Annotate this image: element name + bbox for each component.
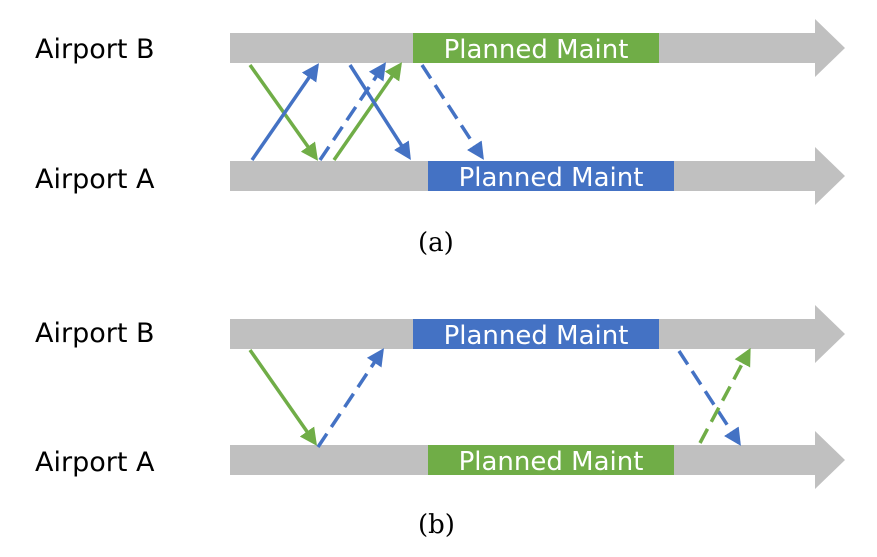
panel-a-maint-b-label: Planned Maint (444, 35, 629, 65)
panel-a-flight-arrow (332, 62, 402, 161)
panel-b-maint-b: Planned Maint (413, 319, 659, 351)
panel-a-flight-arrow (318, 62, 386, 161)
panel-a-maint-b: Planned Maint (413, 33, 659, 65)
panel-b-maint-b-label: Planned Maint (444, 321, 629, 351)
panel-b-flight-arrow (698, 347, 751, 444)
panel-a-maint-a: Planned Maint (428, 161, 674, 193)
panel-b-maint-a: Planned Maint (428, 445, 674, 477)
panel-b-flight-arrow (677, 350, 741, 446)
panel-a-flight-arrow (348, 64, 411, 160)
panel-a-caption: (a) (418, 228, 454, 258)
panel-b-caption: (b) (418, 510, 455, 540)
panel-b-flight-arrow (316, 348, 384, 448)
panel-a-flight-arrow (248, 63, 319, 161)
panel-b-airport-b-label: Airport B (35, 318, 155, 349)
panel-a-maint-a-label: Planned Maint (459, 163, 644, 193)
panel-b-maint-a-label: Planned Maint (459, 447, 644, 477)
panel-b-flight-arrow (248, 348, 318, 446)
panel-a-airport-a-label: Airport A (35, 164, 155, 195)
panel-a-flight-arrow (250, 63, 319, 161)
panel-b-airport-a-label: Airport A (35, 447, 155, 478)
panel-a-flight-arrow (420, 64, 484, 160)
panel-a-airport-b-label: Airport B (35, 34, 155, 65)
